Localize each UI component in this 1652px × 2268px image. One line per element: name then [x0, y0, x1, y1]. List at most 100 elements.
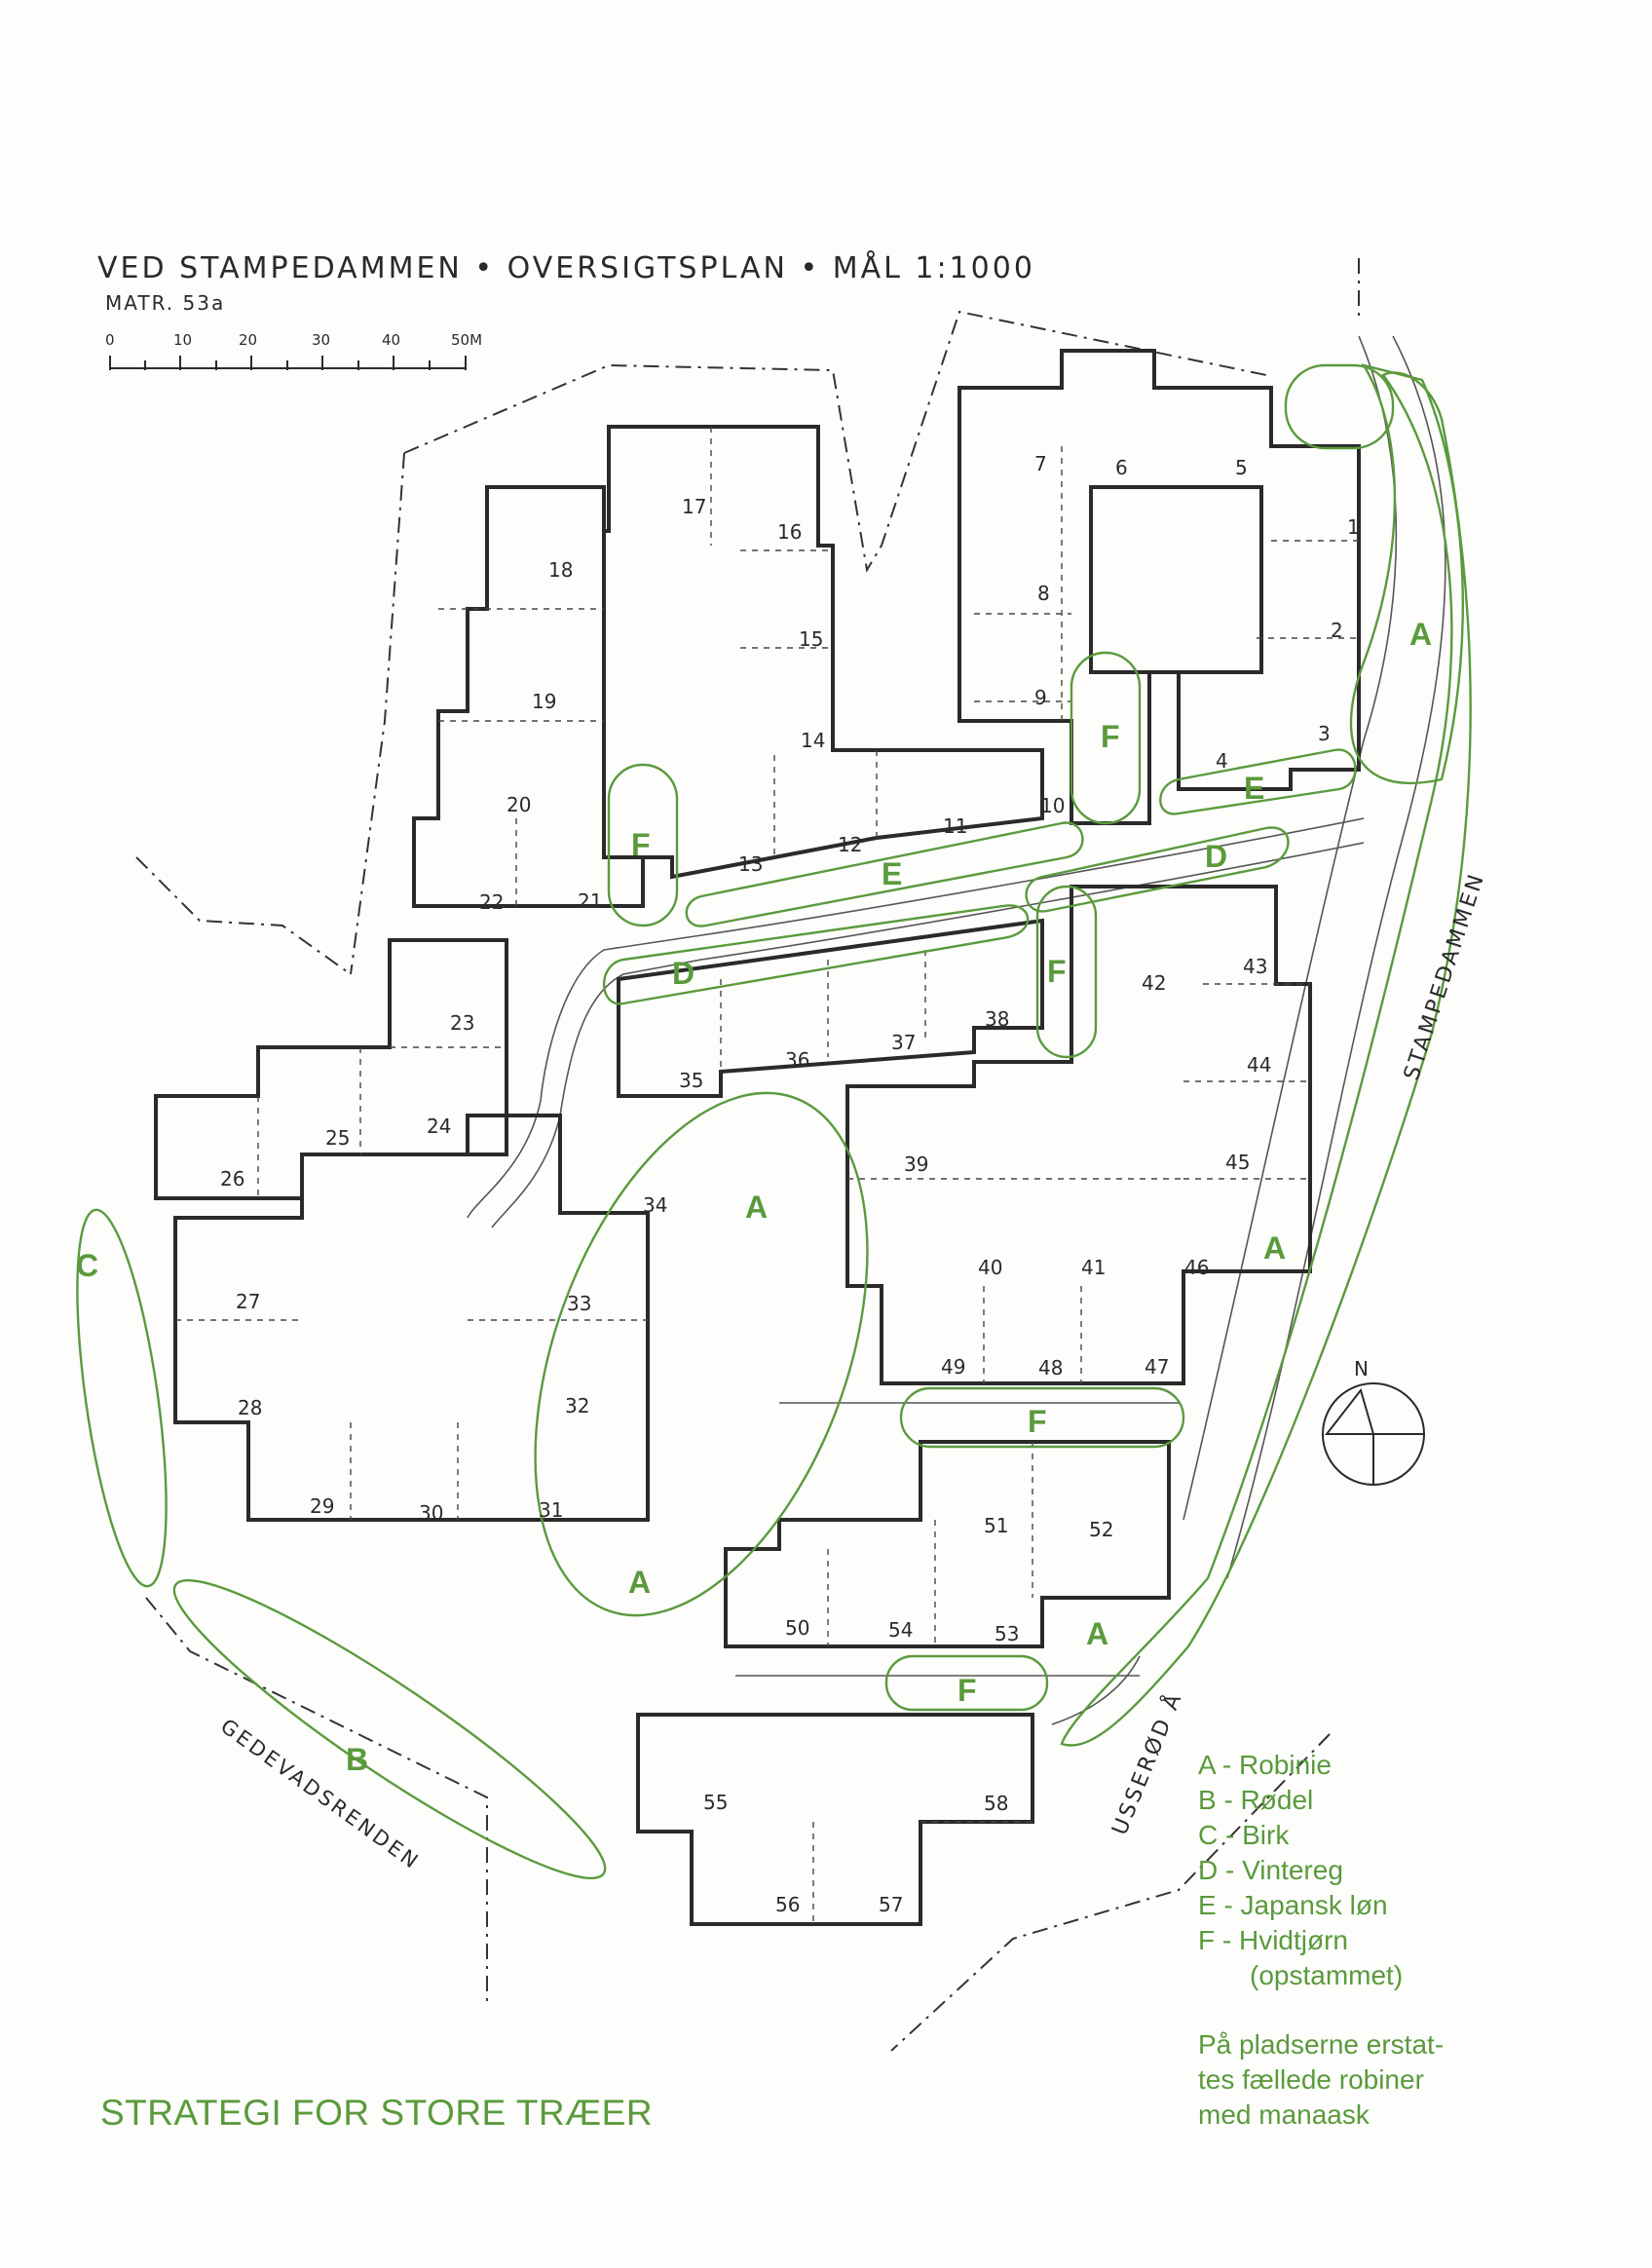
- zone-label-c: C: [76, 1248, 98, 1283]
- zone-outline-f-5: [884, 1654, 1049, 1712]
- unit-number: 45: [1225, 1151, 1250, 1174]
- unit-number: 37: [891, 1031, 916, 1054]
- zone-outline-f-4: [899, 1386, 1185, 1449]
- compass-north-label: N: [1354, 1357, 1369, 1380]
- zone-label-d: D: [1205, 839, 1227, 874]
- unit-number: 30: [419, 1501, 443, 1525]
- unit-number: 10: [1040, 794, 1065, 817]
- unit-number: 23: [450, 1011, 474, 1035]
- unit-number: 36: [785, 1048, 809, 1072]
- unit-number: 26: [220, 1167, 244, 1191]
- unit-number: 18: [548, 558, 573, 582]
- unit-number: 12: [838, 833, 862, 856]
- unit-number: 49: [941, 1355, 965, 1379]
- zone-outline-f-3: [1035, 885, 1098, 1059]
- legend-note-line: med manaask: [1198, 2099, 1370, 2130]
- unit-number: 6: [1115, 456, 1128, 479]
- unit-number: 55: [703, 1791, 728, 1814]
- unit-number: 17: [682, 495, 706, 518]
- scale-bar: [109, 356, 467, 370]
- unit-number: 32: [565, 1394, 589, 1418]
- unit-number: 19: [532, 690, 556, 713]
- zone-outline-a-east-long: [1060, 371, 1472, 1747]
- zone-label-e: E: [1244, 771, 1264, 806]
- zone-outline-a-center: [534, 1091, 869, 1617]
- street-name-stampedammen: STAMPEDAMMEN: [1400, 869, 1490, 1083]
- unit-number: 57: [879, 1893, 903, 1916]
- unit-number: 41: [1081, 1256, 1106, 1279]
- unit-number: 14: [801, 729, 825, 752]
- zone-outline-top-right: [1284, 363, 1395, 450]
- unit-number: 27: [236, 1290, 260, 1313]
- plan-title: VED STAMPEDAMMEN • OVERSIGTSPLAN • MÅL 1…: [97, 250, 1035, 285]
- matr-label: MATR. 53a: [105, 291, 225, 315]
- scale-tick: 40: [382, 331, 400, 349]
- unit-dividers: [175, 427, 1359, 1924]
- scale-tick: 0: [105, 331, 115, 349]
- unit-number: 7: [1034, 452, 1047, 475]
- legend-item-a: A - Robinie: [1198, 1750, 1332, 1780]
- zone-label-f: F: [957, 1673, 977, 1708]
- unit-number: 2: [1331, 619, 1343, 642]
- unit-number: 35: [679, 1069, 703, 1092]
- unit-number: 42: [1142, 971, 1166, 995]
- unit-number: 52: [1089, 1518, 1113, 1541]
- unit-number: 44: [1247, 1053, 1271, 1077]
- zone-outline-d-upper: [1025, 826, 1290, 913]
- footer-title: STRATEGI FOR STORE TRÆER: [100, 2093, 654, 2133]
- unit-number: 46: [1184, 1256, 1209, 1279]
- unit-number: 47: [1145, 1355, 1169, 1379]
- scale-tick: 50M: [451, 331, 482, 349]
- unit-number: 9: [1034, 686, 1047, 709]
- unit-number: 38: [985, 1007, 1009, 1031]
- unit-number: 40: [978, 1256, 1002, 1279]
- unit-number: 34: [643, 1193, 667, 1217]
- scale-tick: 10: [173, 331, 192, 349]
- zone-label-f: F: [631, 827, 651, 862]
- unit-number: 33: [567, 1292, 591, 1315]
- zone-outline-e-upper: [1159, 748, 1357, 815]
- unit-number: 29: [310, 1494, 334, 1518]
- scale-tick: 20: [239, 331, 257, 349]
- unit-number: 21: [578, 889, 602, 913]
- roads: [467, 335, 1446, 1725]
- legend-item-e: E - Japansk løn: [1198, 1890, 1388, 1920]
- unit-number: 56: [775, 1893, 800, 1916]
- unit-number: 22: [479, 890, 504, 914]
- unit-number: 58: [984, 1792, 1008, 1815]
- north-arrow: [1322, 1382, 1425, 1486]
- unit-number: 4: [1216, 749, 1228, 773]
- unit-number: 20: [507, 793, 531, 816]
- zone-label-a: A: [1086, 1616, 1108, 1651]
- unit-number: 48: [1038, 1356, 1063, 1380]
- unit-number: 8: [1037, 582, 1050, 605]
- unit-number: 13: [738, 852, 763, 876]
- legend-item-c: C - Birk: [1198, 1820, 1290, 1850]
- property-boundary: [135, 258, 1360, 2052]
- zone-label-a: A: [1409, 617, 1432, 652]
- scale-tick: 30: [312, 331, 330, 349]
- tree-zones: [76, 363, 1472, 1880]
- legend-item-d: D - Vintereg: [1198, 1855, 1343, 1885]
- zone-label-a: A: [1263, 1230, 1286, 1266]
- zone-outline-c: [76, 1208, 168, 1588]
- unit-number: 51: [984, 1514, 1008, 1537]
- zone-label-f: F: [1028, 1404, 1047, 1439]
- zone-label-f: F: [1047, 954, 1067, 989]
- legend-note-line: På pladserne erstat-: [1198, 2029, 1445, 2060]
- zone-outline-f-1: [1070, 651, 1142, 825]
- unit-number: 24: [427, 1115, 451, 1138]
- zone-label-e: E: [882, 856, 902, 891]
- legend-item-f: F - Hvidtjørn: [1198, 1925, 1348, 1955]
- street-name-gedevadsrenden: GEDEVADSRENDEN: [216, 1715, 425, 1874]
- zone-outline-d-lower: [602, 904, 1030, 1005]
- unit-number: 54: [888, 1618, 913, 1642]
- zone-label-d: D: [672, 956, 695, 991]
- unit-number: 25: [325, 1126, 350, 1150]
- zone-label-f: F: [1101, 719, 1120, 754]
- unit-number: 11: [943, 814, 967, 838]
- zone-outline-b: [172, 1578, 607, 1880]
- unit-number: 16: [777, 520, 802, 544]
